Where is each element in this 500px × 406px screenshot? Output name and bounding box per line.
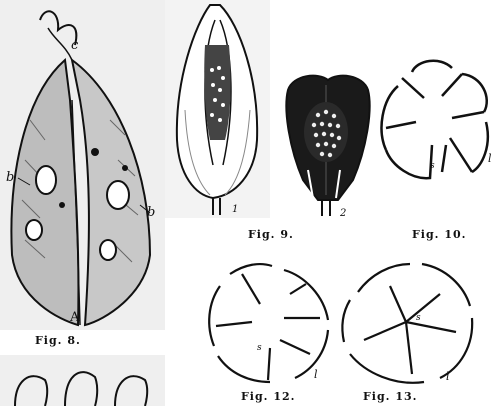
fig8-label-c: c	[71, 38, 78, 53]
fig8-pod-illustration	[0, 0, 165, 330]
fig12-label-l: l	[314, 368, 318, 381]
fig9-label-1: 1	[232, 204, 238, 215]
fig8-bottom-fragment	[0, 355, 165, 406]
fig13-label-l: l	[446, 370, 450, 383]
fig13-label-s: s	[416, 313, 421, 323]
fig13-diagram: s l	[336, 256, 486, 388]
fig12-label-s: s	[257, 343, 262, 353]
fig12-caption: Fig. 12.	[241, 390, 295, 403]
fig9-caption: Fig. 9.	[248, 228, 294, 241]
fig8-label-b-right: b	[147, 205, 155, 220]
fig10-label-l: l	[488, 152, 492, 165]
fig13-caption: Fig. 13.	[363, 390, 417, 403]
fig10-label-s: s	[430, 161, 435, 171]
fig8-label-a: A	[70, 310, 79, 325]
fig9-capsule-2: 2	[278, 70, 376, 218]
fig9-capsule-1: 1	[165, 0, 270, 218]
fig12-diagram: s l	[200, 258, 340, 386]
fig8-caption: Fig. 8.	[35, 334, 81, 347]
fig10-caption: Fig. 10.	[412, 228, 466, 241]
fig9-label-2: 2	[339, 208, 346, 218]
fig10-diagram: s l	[372, 50, 500, 190]
fig8-label-b-left: b	[6, 170, 14, 185]
